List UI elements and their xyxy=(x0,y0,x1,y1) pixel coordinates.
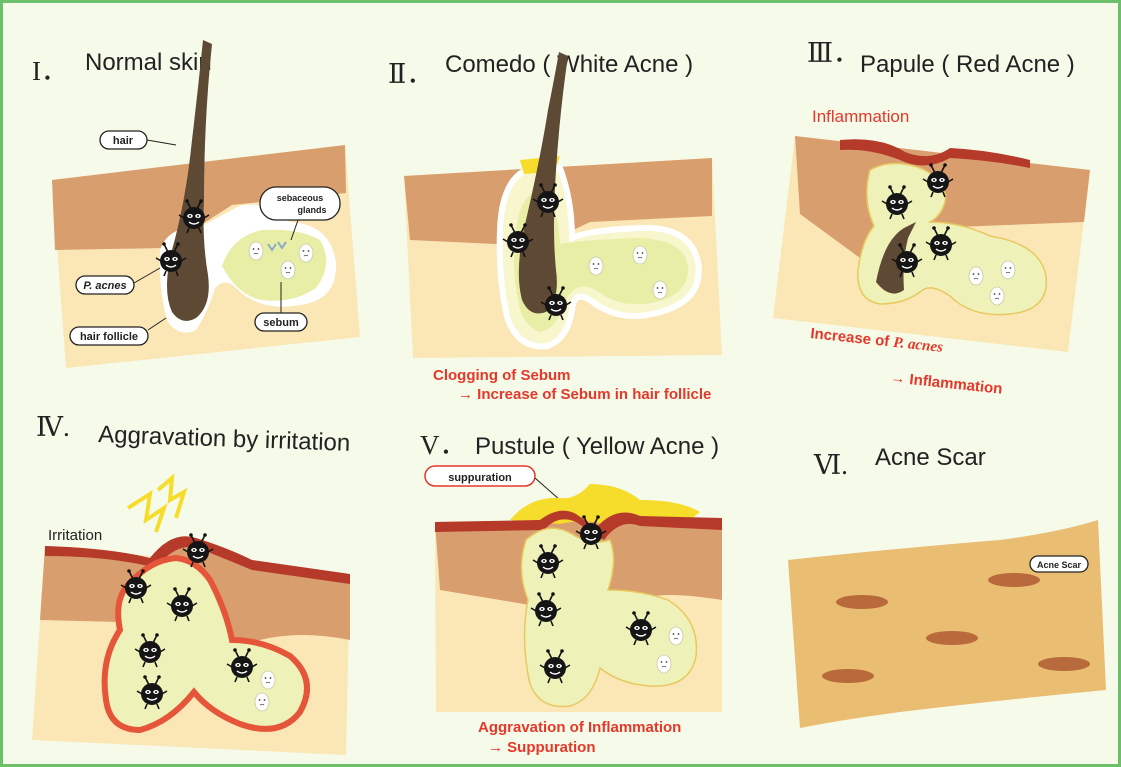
comedo-caption-line2: → Increase of Sebum in hair follicle xyxy=(458,386,711,403)
label-acne-scar: Acne Scar xyxy=(1037,560,1082,570)
panel-3-title: Papule ( Red Acne ) xyxy=(860,51,1075,78)
panel-6-numeral: Ⅵ. xyxy=(813,450,848,480)
panel-papule: Ⅲ． Papule ( Red Acne ) Inflammation Incr… xyxy=(773,38,1090,398)
comedo-caption-line1: Clogging of Sebum xyxy=(433,367,570,384)
label-sebum: sebum xyxy=(263,317,299,329)
label-sebaceous: sebaceous xyxy=(277,193,324,203)
label-inflammation: Inflammation xyxy=(812,107,909,126)
panel-1-numeral: I． xyxy=(32,56,68,86)
panel-5-title: Pustule ( Yellow Acne ) xyxy=(475,433,719,460)
label-irritation: Irritation xyxy=(48,527,102,544)
panel-3-numeral: Ⅲ． xyxy=(807,38,860,68)
panel-2-title: Comedo ( White Acne ) xyxy=(445,51,693,78)
panel-comedo: Ⅱ． Comedo ( White Acne ) Clogging of Seb… xyxy=(388,51,722,403)
label-hair: hair xyxy=(113,135,134,147)
label-hair-follicle: hair follicle xyxy=(80,331,138,343)
label-glands: glands xyxy=(297,205,326,215)
panel-2-numeral: Ⅱ． xyxy=(388,59,433,89)
panel-acne-scar: Ⅵ. Acne Scar Acne Scar xyxy=(788,444,1106,728)
papule-caption-line2: → Inflammation xyxy=(890,369,1004,398)
panel-1-title: Normal skin xyxy=(85,49,212,76)
panel-4-title: Aggravation by irritation xyxy=(98,421,351,457)
panel-6-title: Acne Scar xyxy=(875,444,986,471)
panel-5-numeral: V． xyxy=(420,430,467,460)
papule-caption-italic: P. acnes xyxy=(893,335,944,356)
pustule-caption-line2: → Suppuration xyxy=(488,739,596,756)
pustule-caption-line1: Aggravation of Inflammation xyxy=(478,719,681,736)
label-sebaceous-glands-pill xyxy=(260,187,340,220)
panel-normal-skin: I． Normal skin hair sebaceous glands P. … xyxy=(32,40,360,368)
label-suppuration: suppuration xyxy=(448,472,512,484)
panel-aggravation: Ⅳ. Aggravation by irritation Irritation xyxy=(32,412,351,755)
panel-pustule: V． Pustule ( Yellow Acne ) suppuration A… xyxy=(420,430,722,756)
panel-4-numeral: Ⅳ. xyxy=(36,412,70,442)
label-p-acnes: P. acnes xyxy=(83,280,126,292)
